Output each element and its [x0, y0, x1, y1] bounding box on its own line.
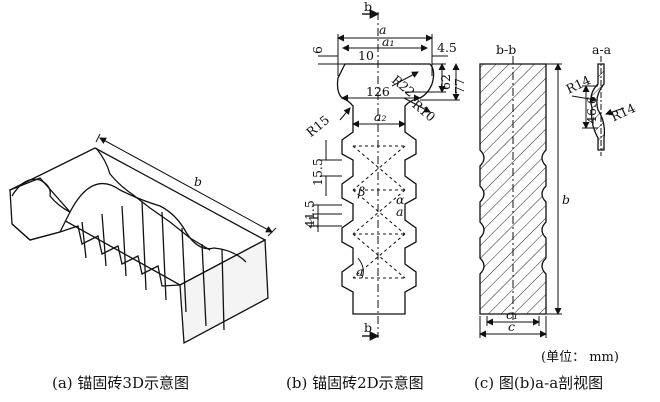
unit-note: (单位： mm)	[541, 350, 619, 365]
dim-c1: c₁	[506, 307, 518, 322]
dim-77: 77	[452, 78, 467, 94]
view-2d	[312, 9, 460, 341]
dim-126: 126	[366, 84, 390, 99]
dim-R14-top: R14	[564, 72, 593, 96]
dim-R15: R15	[303, 112, 332, 140]
brick-3d-serrated-side	[59, 225, 181, 287]
dim-46-6: 46.6	[584, 96, 599, 124]
dim-62: 62	[438, 74, 453, 90]
section-mark-top: b	[364, 0, 372, 14]
brick-2d-diagonal-pattern	[352, 145, 406, 279]
section-mark-bottom: b	[364, 320, 372, 335]
dim-a-right: a	[396, 204, 403, 219]
dim-4-5: 4.5	[437, 40, 457, 55]
dim-6: 6	[310, 46, 325, 54]
angle-alpha: α	[396, 192, 405, 207]
dim-11: 11	[306, 214, 321, 230]
dim-R10: R10	[409, 97, 438, 125]
dim-41-5: 41.5	[302, 200, 317, 228]
section-title-bb: b-b	[496, 42, 516, 57]
dim-R14-bottom: R14	[608, 100, 637, 124]
dim-15-5: 15.5	[310, 158, 325, 186]
section-title-aa: a-a	[592, 42, 612, 57]
dim-c: c	[508, 319, 515, 334]
angle-beta: β	[357, 184, 365, 199]
view-section-aa	[571, 56, 625, 156]
brick-3d-end-profile	[11, 178, 71, 213]
dim-a-top: a	[379, 22, 386, 37]
view-3d	[8, 133, 277, 345]
dim-b-line-3d	[99, 137, 273, 233]
dim-b-section: b	[562, 192, 570, 207]
caption-b: (b) 锚固砖2D示意图	[286, 374, 424, 392]
caption-c: (c) 图(b)a-a剖视图	[474, 374, 604, 392]
dim-a2: a₂	[374, 109, 386, 124]
view-section-bb	[479, 56, 562, 338]
caption-a: (a) 锚固砖3D示意图	[52, 374, 189, 392]
dim-a1-top: a₁	[382, 34, 394, 49]
dim-10: 10	[358, 48, 374, 63]
dim-b-label-3d: b	[194, 174, 202, 189]
dim-a-left: a	[356, 264, 363, 279]
